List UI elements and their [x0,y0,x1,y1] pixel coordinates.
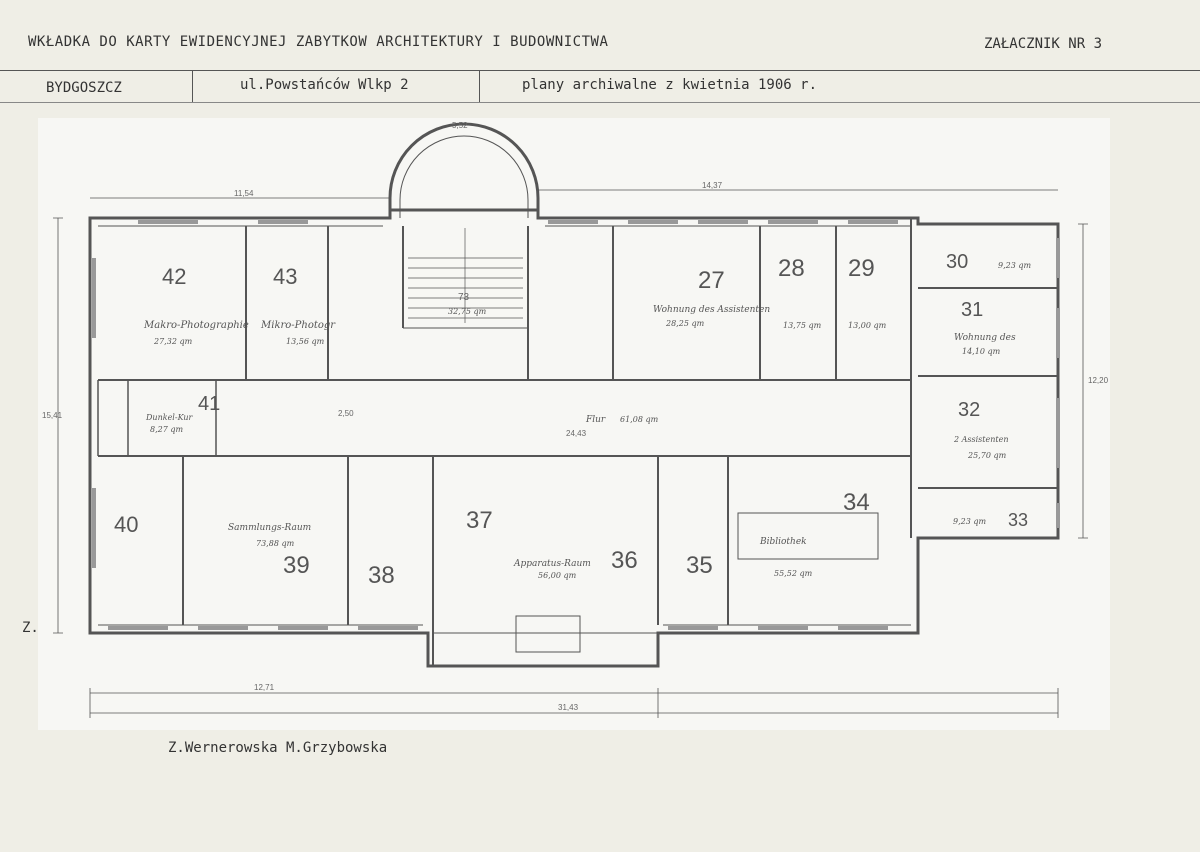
room-name-36: Apparatus-Raum [513,559,591,569]
room-name-31: Wohnung des [954,333,1016,343]
floor-plan-sheet: 42 Makro-Photographie 27,32 qm 43 Mikro-… [38,118,1110,730]
room-area-31: 14,10 qm [962,347,1001,356]
room-area-36: 56,00 qm [538,571,577,580]
room-number-37: 37 [466,507,493,534]
authors: Z.Wernerowska M.Grzybowska [168,740,388,756]
corridor-label: Flur [585,415,606,425]
room-number-31: 31 [961,299,983,321]
floor-plan-drawing: 42 Makro-Photographie 27,32 qm 43 Mikro-… [42,121,1109,718]
room-name-34: Bibliothek [759,537,807,547]
room-name-41: Dunkel-Kur [145,413,194,422]
room-area-33: 9,23 qm [953,517,986,526]
room-area-39: 73,88 qm [256,539,295,548]
room-area-43: 13,56 qm [286,337,325,346]
document-title: WKŁADKA DO KARTY EWIDENCYJNEJ ZABYTKOW A… [28,34,609,50]
header-divider-1 [192,70,193,102]
dim-depth-right: 12,20 [1088,376,1109,385]
room-number-27: 27 [698,267,725,294]
street-field: ul.Powstańców Wlkp 2 [240,77,409,93]
room-name-39: Sammlungs-Raum [228,523,311,533]
room-area-32: 25,70 qm [967,451,1007,460]
corridor-length: 24,43 [566,429,587,438]
corridor-width: 2,50 [338,409,354,418]
header-rule-bottom [0,102,1200,103]
room-number-43: 43 [273,264,297,289]
room-name-42: Makro-Photographie [143,320,249,331]
room-name-27: Wohnung des Assistenten [653,305,770,315]
room-number-39: 39 [283,552,310,579]
dim-right-wing: 14,37 [702,181,723,190]
room-area-27: 28,25 qm [665,319,705,328]
room-number-36: 36 [611,547,638,574]
dim-stair: 5,52 [452,121,468,130]
room-name-43: Mikro-Photogr [260,320,336,331]
corridor-area: 61,08 qm [620,415,659,424]
room-area-29: 13,00 qm [848,321,887,330]
room-number-29: 29 [848,255,875,282]
room-number-41: 41 [198,393,220,415]
room-area-73: 32,75 qm [448,307,487,316]
room-area-42: 27,32 qm [153,337,193,346]
dim-upper-left: 11,54 [234,189,254,198]
header-rule-top [0,70,1200,71]
room-number-35: 35 [686,552,713,579]
room-number-28: 28 [778,255,805,282]
room-area-28: 13,75 qm [783,321,822,330]
room-number-42: 42 [162,264,186,289]
room-area-30: 9,23 qm [998,261,1031,270]
dim-total: 31,43 [558,703,579,712]
room-number-34: 34 [843,489,870,516]
room-number-30: 30 [946,251,968,273]
header-divider-2 [479,70,480,102]
city-field: BYDGOSZCZ [46,80,122,96]
room-number-32: 32 [958,399,980,421]
room-number-73: 73 [458,292,470,303]
room-number-40: 40 [114,512,138,537]
margin-mark: Z. [22,620,39,636]
dim-left-wing: 12,71 [254,683,275,692]
room-name-32: 2 Assistenten [953,435,1009,444]
annex-label: ZAŁACZNIK NR 3 [984,36,1103,52]
room-number-33: 33 [1008,510,1028,530]
dim-depth-left: 15,41 [42,411,63,420]
room-number-38: 38 [368,562,395,589]
room-area-41: 8,27 qm [150,425,183,434]
room-area-34: 55,52 qm [774,569,813,578]
description-field: plany archiwalne z kwietnia 1906 r. [522,77,818,93]
